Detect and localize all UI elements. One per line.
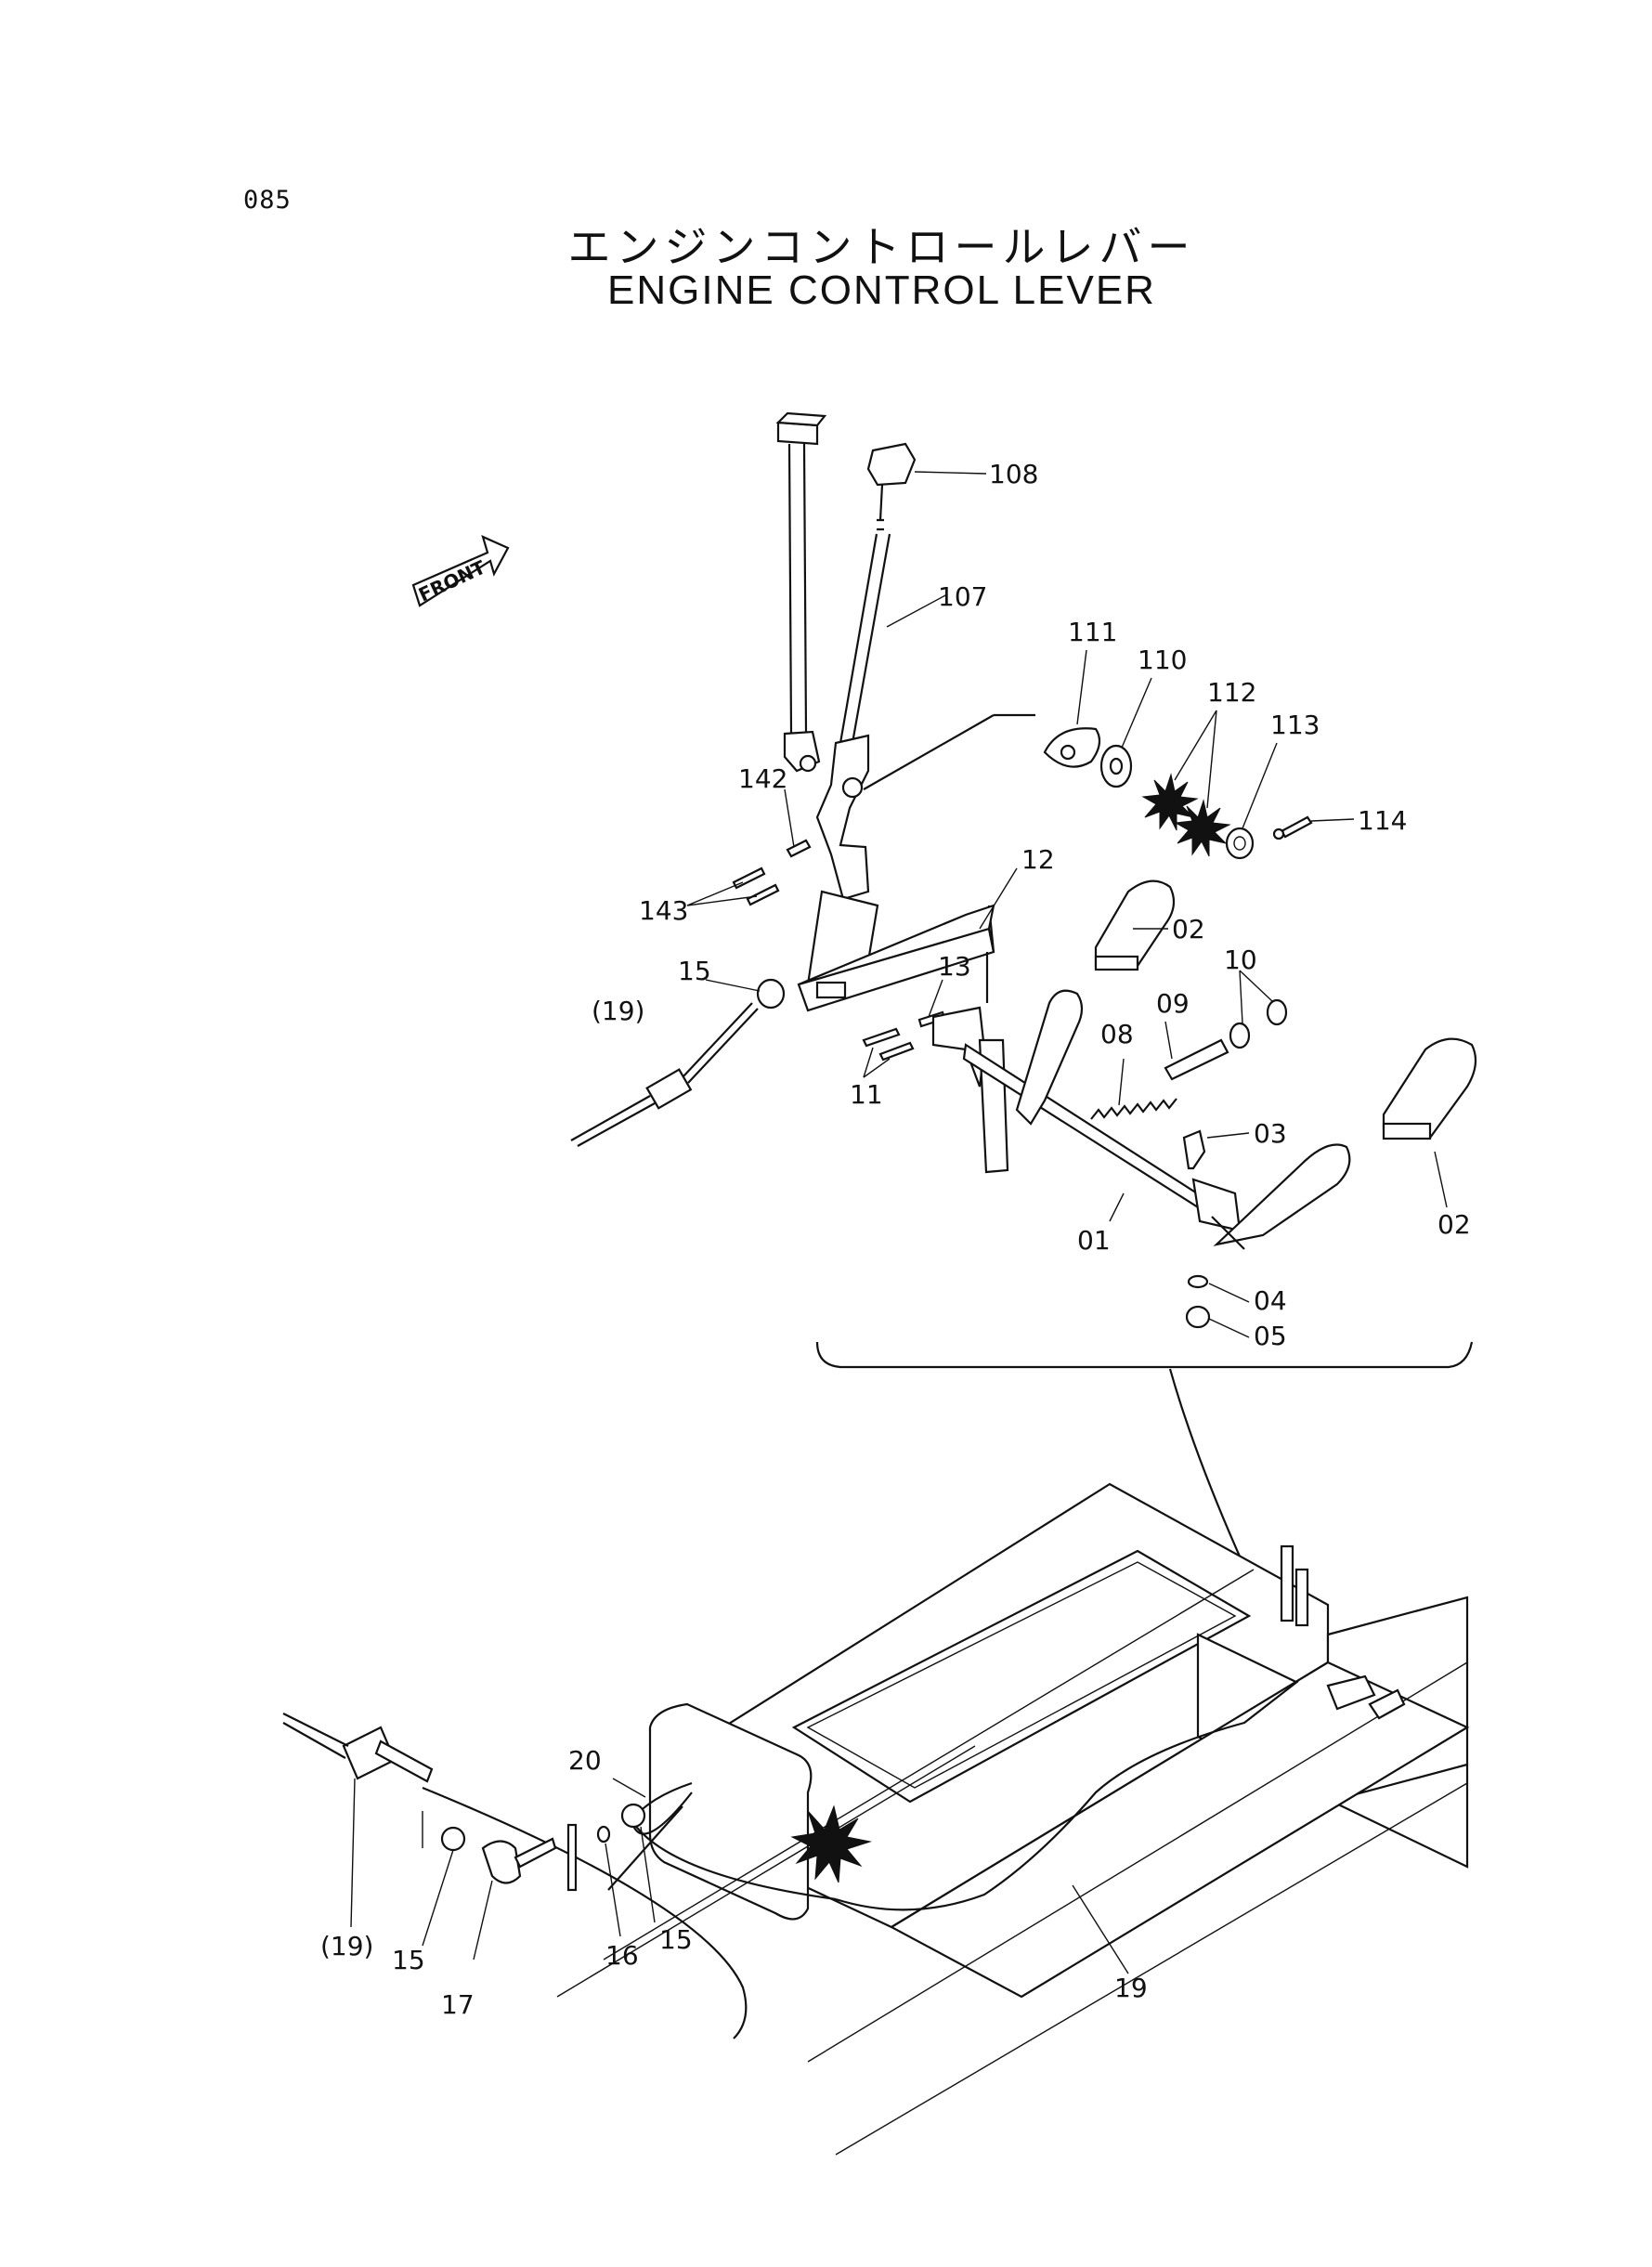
- callout-111: 111: [1068, 617, 1117, 647]
- callout-113: 113: [1270, 710, 1320, 740]
- callout-112: 112: [1207, 677, 1256, 708]
- pins-143: [732, 866, 780, 906]
- title-japanese: エンジンコントロールレバー: [567, 222, 1196, 272]
- callout-12: 12: [1021, 844, 1055, 875]
- callout-17: 17: [441, 1989, 475, 2020]
- callout-107: 107: [938, 581, 987, 612]
- rear-lever-assembly: [775, 411, 827, 773]
- spring-08: [1090, 1098, 1177, 1120]
- callout-19-upper: (19): [592, 996, 644, 1026]
- nuts-10: [1229, 998, 1288, 1049]
- callout-02-right: 02: [1437, 1209, 1471, 1240]
- callout-09: 09: [1156, 988, 1190, 1019]
- detail-leader-lower: [607, 1805, 683, 1891]
- callout-20: 20: [568, 1745, 602, 1776]
- callout-142: 142: [738, 763, 787, 794]
- pedal-shaft-01: [931, 989, 1351, 1250]
- star-washer-112: [1141, 773, 1231, 857]
- callout-01: 01: [1077, 1225, 1111, 1256]
- bolt-03: [1182, 1129, 1206, 1170]
- detail-bracket: [815, 1341, 1474, 1369]
- pin-142: [786, 839, 812, 858]
- cable-19-lower: [835, 1680, 1299, 1911]
- callout-15-upper: 15: [678, 956, 711, 986]
- cam-plate-111: [1043, 727, 1101, 768]
- main-lever-107: [815, 442, 1035, 901]
- callout-08: 08: [1100, 1019, 1134, 1049]
- nut-15-upper: [756, 978, 786, 1010]
- callout-13: 13: [938, 951, 971, 982]
- cable-19-upper: [570, 1002, 759, 1147]
- pin-114: [1272, 815, 1313, 840]
- callout-04: 04: [1254, 1285, 1287, 1316]
- page-number: 085: [243, 186, 292, 215]
- nut-05: [1185, 1305, 1211, 1329]
- rubber-cover-02-upper: [1094, 879, 1176, 971]
- lower-detail: [282, 1713, 748, 2039]
- pins-11: [862, 1027, 915, 1062]
- callout-11: 11: [850, 1079, 883, 1110]
- callout-15-right: 15: [659, 1924, 693, 1955]
- callout-labels: 108 107 111 110 112 113 114 142 143 12 0…: [320, 459, 1471, 2020]
- callout-16: 16: [605, 1940, 639, 1971]
- callout-19-lower: 19: [1114, 1973, 1148, 2003]
- callout-19-bottom-left: (19): [320, 1931, 373, 1961]
- front-label: FRONT: [415, 555, 489, 606]
- title-english: ENGINE CONTROL LEVER: [607, 267, 1156, 313]
- callout-02-upper: 02: [1172, 914, 1205, 945]
- callout-143: 143: [639, 895, 688, 926]
- bolt-09: [1164, 1038, 1229, 1081]
- callout-03: 03: [1254, 1118, 1287, 1149]
- callout-10: 10: [1224, 945, 1257, 975]
- nut-113: [1225, 827, 1255, 860]
- machine-frame: [556, 1482, 1470, 2156]
- callout-110: 110: [1138, 645, 1187, 675]
- washer-04: [1187, 1274, 1209, 1289]
- callout-15-bottom: 15: [392, 1945, 425, 1975]
- rubber-cover-02-right: [1382, 1037, 1477, 1140]
- front-arrow-icon: FRONT: [411, 535, 510, 607]
- callout-05: 05: [1254, 1321, 1287, 1351]
- callout-108: 108: [989, 459, 1038, 489]
- washer-110: [1099, 744, 1133, 788]
- leader-lines: [350, 471, 1448, 1974]
- callout-114: 114: [1358, 805, 1407, 836]
- machine-levers: [1280, 1544, 1406, 1720]
